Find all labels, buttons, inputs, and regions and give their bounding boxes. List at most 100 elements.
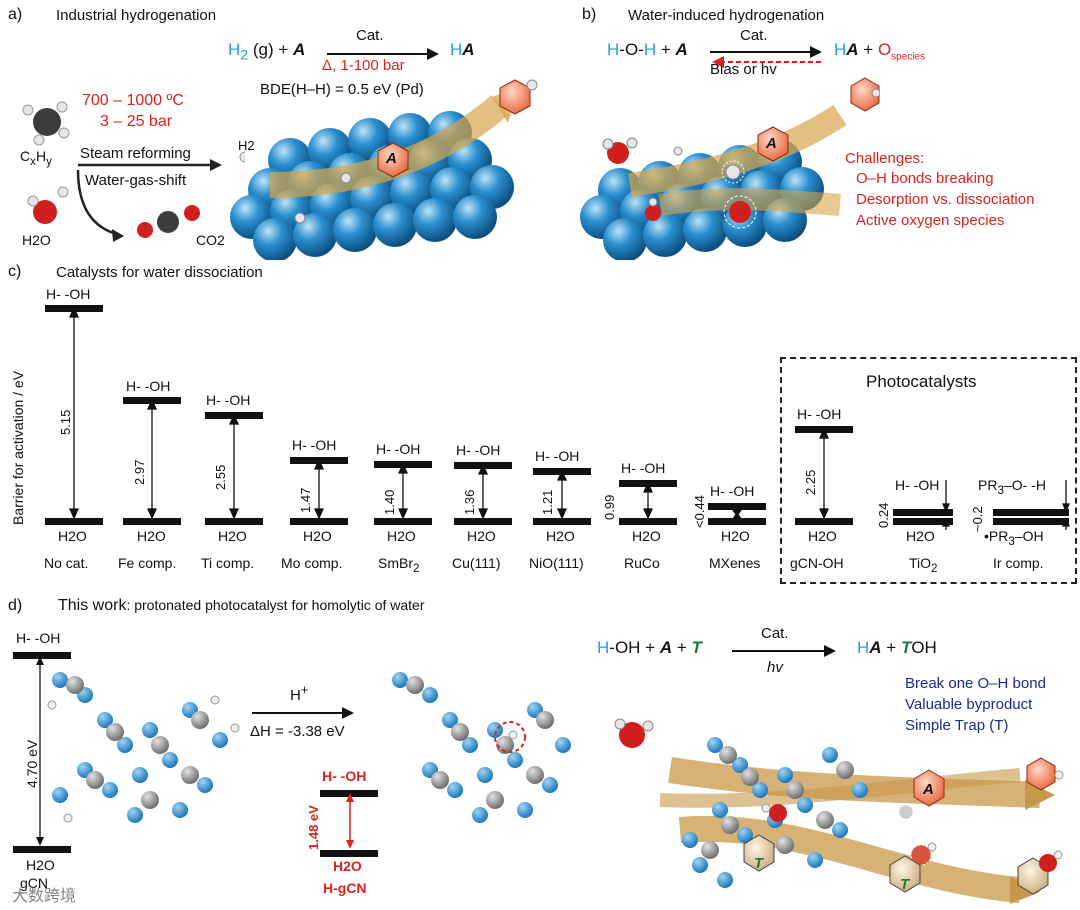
panel-d-illustration: [614, 718, 1064, 904]
level-bottom-gcn-oh: [795, 518, 853, 525]
panel-b-cat-label: Cat.: [740, 27, 768, 44]
panel-c-label: c): [8, 263, 22, 280]
watermark: 大数跨境: [12, 888, 77, 905]
panel-d-label: d): [8, 597, 23, 614]
photocatalysts-title: Photocatalysts: [866, 372, 977, 391]
level-bottom-mo: [290, 518, 348, 525]
level-bottom-nio: [533, 518, 591, 525]
catalyst-name-ti: Ti comp.: [201, 555, 255, 571]
top-label-smbr2: H- -OH: [376, 441, 421, 457]
bottom-label-no-cat: H2O: [58, 528, 87, 544]
top-label-no-cat: H- -OH: [46, 286, 91, 302]
protonation-arrow: [252, 707, 354, 719]
barrier-arrows: [68, 306, 1070, 530]
level-bottom-ir: [993, 518, 1069, 525]
level-bottom-ruco: [619, 518, 677, 525]
delta-h-label: ΔH = -3.38 eV: [250, 723, 345, 740]
panel-c-title: Catalysts for water dissociation: [56, 264, 263, 281]
panel-d-trap-t-1: T: [754, 855, 764, 872]
h-gcn-barrier-arrow: [346, 793, 354, 849]
level-top-mxenes: [708, 503, 766, 510]
level-bottom-gcn: [13, 846, 71, 853]
level-top-gcn: [13, 652, 71, 659]
panel-b-products: HA + Ospecies: [834, 40, 926, 63]
top-label-tio2: H- -OH: [895, 477, 940, 493]
catalyst-name-smbr2: SmBr2: [378, 555, 420, 575]
top-label-nio: H- -OH: [535, 448, 580, 464]
panel-a-conditions: Δ, 1-100 bar: [322, 57, 405, 74]
photocatalysts-box: [780, 357, 1077, 584]
barrier-value-h-gcn: 1.48 eV: [306, 805, 321, 850]
top-label-ir: PR3–O- -H: [978, 477, 1046, 497]
level-bottom-smbr2: [374, 518, 432, 525]
bottom-label-tio2: H2O: [906, 528, 935, 544]
bottom-label-gcn: H2O: [26, 857, 55, 873]
bde-label: BDE(H–H) = 0.5 eV (Pd): [260, 81, 424, 98]
temperature-label: 700 – 1000 ºC: [82, 92, 184, 109]
feature-item-2: Valuable byproduct: [905, 696, 1033, 713]
catalyst-name-tio2: TiO2: [909, 555, 938, 575]
bottom-label-ir: •PR3–OH: [984, 528, 1044, 548]
panel-a-product: HA: [450, 40, 475, 59]
steam-reforming-label: Steam reforming: [80, 145, 191, 162]
top-label-mxenes: H- -OH: [710, 483, 755, 499]
panel-a-cat-label: Cat.: [356, 27, 384, 44]
catalyst-name-cu: Cu(111): [452, 555, 501, 571]
panel-a-reaction-arrow: [327, 48, 439, 60]
bottom-label-gcn-oh: H2O: [808, 528, 837, 544]
panel-a-catalyst-surface: [230, 79, 538, 260]
bottom-label-nio: H2O: [546, 528, 575, 544]
gcn-lattice: [47, 672, 240, 823]
level-bottom-ti: [205, 518, 263, 525]
level-top-tio2: [893, 509, 953, 516]
challenge-item-3: Active oxygen species: [856, 212, 1005, 229]
panel-b-label: b): [582, 6, 597, 23]
panel-a-reactants-graphic: [22, 101, 245, 242]
pressure-label: 3 – 25 bar: [100, 113, 173, 130]
feature-item-1: Break one O–H bond: [905, 675, 1046, 692]
panel-b-catalyst-surface: [580, 77, 880, 260]
catalyst-gcn-label: gCN: [20, 875, 49, 891]
catalyst-name-mxenes: MXenes: [709, 555, 761, 571]
catalyst-h-gcn-label: H-gCN: [323, 880, 367, 896]
challenges-title: Challenges:: [845, 150, 925, 167]
level-top-ir: [993, 509, 1069, 516]
panel-a-equation: H2 (g) + A: [228, 40, 306, 64]
panel-b-title: Water-induced hydrogenation: [628, 7, 825, 24]
bottom-label-smbr2: H2O: [387, 528, 416, 544]
water-gas-shift-label: Water-gas-shift: [85, 172, 187, 189]
panel-b-bias-label: Bias or hv: [710, 61, 777, 78]
h-plus-label: H+: [290, 683, 309, 704]
catalyst-name-ir: Ir comp.: [993, 555, 1044, 571]
panel-b-reaction-arrows: [710, 46, 822, 68]
panel-a-molecule-a: A: [386, 150, 397, 167]
level-bottom-mxenes: [708, 518, 766, 525]
bottom-label-ti: H2O: [218, 528, 247, 544]
panel-d-hv-label: hv: [767, 659, 783, 676]
catalyst-name-nio: NiO(111): [529, 555, 584, 571]
feature-item-3: Simple Trap (T): [905, 717, 1009, 734]
gcn-barrier-arrow: [36, 656, 44, 846]
water-label: H2O: [22, 232, 51, 248]
catalyst-name-fe: Fe comp.: [118, 555, 177, 571]
h2-label: H2: [238, 138, 255, 153]
catalyst-name-gcn-oh: gCN-OH: [790, 555, 844, 571]
bottom-label-mxenes: H2O: [721, 528, 750, 544]
panel-b-molecule-a: A: [766, 135, 777, 152]
level-bottom-fe: [123, 518, 181, 525]
bottom-label-fe: H2O: [137, 528, 166, 544]
bottom-label-cu: H2O: [467, 528, 496, 544]
panel-d-cat-label: Cat.: [761, 625, 789, 642]
top-label-fe: H- -OH: [126, 378, 171, 394]
top-label-gcn-oh: H- -OH: [797, 406, 842, 422]
panel-d-title: This work: protonated photocatalyst for …: [58, 597, 425, 614]
bottom-label-ruco: H2O: [632, 528, 661, 544]
panel-a-label: a): [8, 6, 23, 23]
top-label-gcn: H- -OH: [16, 630, 61, 646]
top-label-ti: H- -OH: [206, 392, 251, 408]
panel-d-reaction-arrow: [732, 645, 836, 657]
hydrocarbon-label: CxHy: [20, 148, 52, 168]
panel-d-equation: H-OH + A + T: [597, 638, 702, 657]
level-bottom-tio2: [893, 518, 953, 525]
level-bottom-no-cat: [45, 518, 103, 525]
